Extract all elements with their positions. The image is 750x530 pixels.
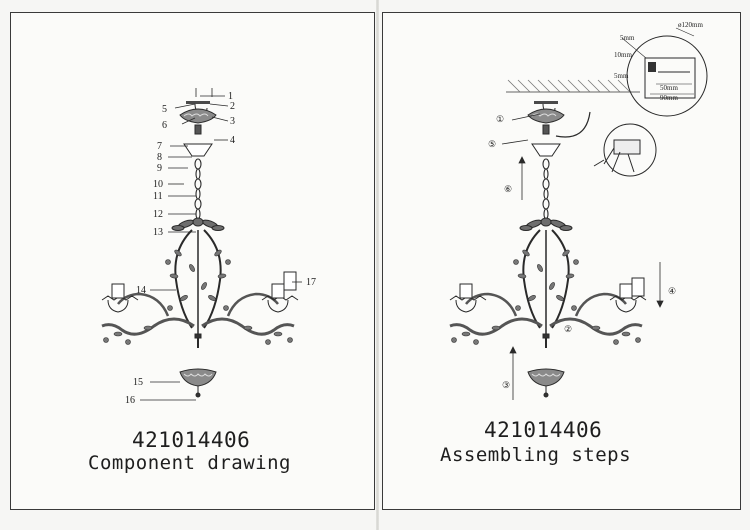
part-label-17: 17 (306, 277, 316, 288)
part-label-2: 2 (230, 101, 235, 112)
dim-50mm: 50mm (660, 84, 678, 92)
part-label-11: 11 (153, 191, 163, 202)
step-label-4: ④ (668, 286, 676, 296)
right-product-code: 421014406 (484, 418, 603, 442)
page-fold (376, 0, 379, 530)
part-label-8: 8 (157, 152, 162, 163)
step-label-2: ② (564, 324, 572, 334)
left-page-caption: Component drawing (88, 452, 291, 474)
dim-10mm: 10mm (614, 51, 632, 59)
part-label-13: 13 (153, 227, 163, 238)
part-label-15: 15 (133, 377, 143, 388)
step-label-1: ① (496, 114, 504, 124)
wiring-detail (555, 111, 657, 177)
dim-5mm-side: 5mm (614, 72, 629, 80)
part-leader-lines (140, 88, 302, 401)
chandelier-assembly-drawing (448, 99, 648, 399)
part-labels: 1 2 3 4 5 6 7 8 9 10 11 12 13 14 15 16 1… (125, 91, 316, 406)
dim-5mm-top: 5mm (620, 34, 635, 42)
part-label-14: 14 (136, 285, 146, 296)
right-page-caption: Assembling steps (440, 444, 632, 466)
part-label-5: 5 (162, 104, 167, 115)
step-label-6: ⑥ (504, 184, 512, 194)
step-label-3: ③ (502, 380, 510, 390)
part-label-12: 12 (153, 209, 163, 220)
part-label-1: 1 (228, 91, 233, 102)
part-label-4: 4 (230, 135, 235, 146)
part-label-9: 9 (157, 163, 162, 174)
part-label-10: 10 (153, 179, 163, 190)
chandelier-component-drawing (100, 99, 300, 399)
part-label-3: 3 (230, 116, 235, 127)
left-product-code: 421014406 (132, 428, 251, 452)
junction-box-detail: ø120mm 5mm 10mm 5mm 50mm 90mm (614, 21, 708, 117)
dim-diameter: ø120mm (678, 21, 703, 29)
part-label-7: 7 (157, 141, 162, 152)
part-label-16: 16 (125, 395, 135, 406)
dim-90mm: 90mm (660, 94, 678, 102)
component-drawing-page (10, 12, 375, 510)
assembling-steps-page (382, 12, 741, 510)
step-labels: ① ② ③ ④ ⑤ ⑥ (488, 114, 676, 390)
step-label-5: ⑤ (488, 139, 496, 149)
ceiling-hatch (506, 79, 640, 93)
step-arrows (501, 113, 664, 400)
part-label-6: 6 (162, 120, 167, 131)
